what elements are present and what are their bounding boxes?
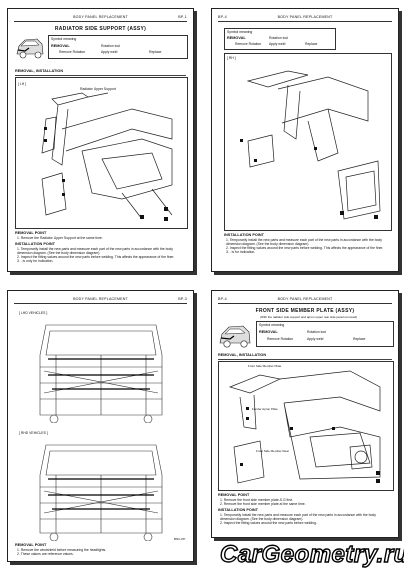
legend-item: Rotation tool (269, 36, 289, 40)
manual-page-1: BODY PANEL REPLACEMENT BP-1 RADIATOR SID… (7, 8, 194, 272)
svg-text:CarGeometry.ru: CarGeometry.ru (220, 541, 404, 568)
legend-removal: REMOVAL (51, 44, 70, 48)
install-line: 2. Inspect the fitting values around the… (220, 521, 317, 525)
header-title: BODY PANEL REPLACEMENT (73, 15, 128, 19)
header-title: BODY PANEL REPLACEMENT (73, 297, 128, 301)
removal-line: 1. Remove the front side member plate-S.… (220, 498, 293, 502)
legend-removal: REMOVAL (259, 330, 278, 334)
removal-line: 2. These values are reference values. (17, 552, 74, 556)
callout-label: Front Side Member Plate (248, 364, 282, 368)
removal-point-heading: REMOVAL POINT (218, 493, 250, 497)
removal-line: 1. Remove the Radiator Upper Support at … (17, 236, 103, 240)
front-side-member-diagram (228, 370, 381, 484)
rhd-front-dimension-diagram (39, 444, 163, 541)
rhd-label: [ RHD VEHICLES ] (19, 431, 48, 435)
install-line: 3. ∙ is only for indication. (17, 259, 54, 263)
install-line: dimension diagram. (See the body dimensi… (220, 517, 304, 521)
section-subtitle: (With the radiator side support and apro… (260, 315, 358, 319)
page-number: BP-4 (218, 15, 227, 19)
lhd-label: [ LHD VEHICLES ] (19, 311, 48, 315)
diagram-frame (218, 361, 394, 491)
install-line: 1. Temporarily install the new parts and… (17, 247, 173, 251)
legend-item: Apply weld (101, 50, 118, 54)
side-label: [ LH ] (18, 82, 27, 86)
installation-point-heading: INSTALLATION POINT (15, 242, 55, 246)
legend-removal: REMOVAL (227, 36, 246, 40)
side-label: [ RH ] (227, 56, 236, 60)
manual-page-4: BP-4 BODY PANEL REPLACEMENT FRONT SIDE M… (211, 290, 399, 538)
header-title: BODY PANEL REPLACEMENT (277, 297, 333, 301)
page-header: BP-4 BODY PANEL REPLACEMENT (218, 15, 392, 22)
legend-item: Rotation tool (101, 44, 121, 48)
page-header: BODY PANEL REPLACEMENT BP-3 (14, 297, 187, 304)
diagram-frame (15, 77, 188, 229)
legend-item: Replace (353, 337, 366, 341)
page-number: BP-4 (218, 297, 227, 301)
install-line: 2. Inspect the fitting values around the… (226, 246, 384, 250)
legend-item: Remove Rotation (59, 50, 86, 54)
legend-heading: Symbol meaning (259, 323, 285, 327)
install-line: dimension diagram. (See the body dimensi… (17, 251, 101, 255)
lhd-front-dimension-diagram (39, 324, 163, 423)
legend-item: Rotation tool (307, 330, 327, 334)
symbol-legend: Symbol meaning REMOVAL Remove Rotation R… (48, 35, 188, 59)
install-line: dimension diagram. (See the body dimensi… (226, 242, 310, 246)
removal-point-heading: REMOVAL POINT (15, 543, 47, 547)
section-title: FRONT SIDE MEMBER PLATE (ASSY) (255, 308, 355, 314)
legend-item: Remove Rotation (267, 337, 294, 341)
install-line: 1. Temporarily install the new parts and… (220, 513, 376, 517)
diagram-frame (224, 53, 392, 231)
cargeometry-logo: CarGeometry.ru (214, 537, 404, 569)
install-line: 1. Temporarily install the new parts and… (226, 238, 382, 242)
section-title: RADIATOR SIDE SUPPORT (ASSY) (54, 26, 147, 32)
install-line: 2. Inspect the fitting values around the… (17, 255, 175, 259)
legend-item: Apply weld (269, 42, 286, 46)
legend-item: Replace (149, 50, 162, 54)
legend-heading: Symbol meaning (227, 30, 253, 34)
legend-item: Replace (305, 42, 318, 46)
installation-point-heading: INSTALLATION POINT (218, 508, 258, 512)
page-header: BP-4 BODY PANEL REPLACEMENT (218, 297, 392, 304)
install-line: 3. ∙ is for indication. (226, 250, 256, 254)
car-thumbnail (16, 38, 44, 59)
rh-support-diagram (240, 70, 381, 220)
page-number: BP-1 (178, 15, 187, 19)
figure-code: BNC-PP (174, 537, 186, 541)
symbol-legend: Symbol meaning REMOVAL Remove Rotation R… (224, 28, 336, 50)
symbol-legend: Symbol meaning REMOVAL Remove Rotation R… (256, 321, 394, 347)
removal-point-heading: REMOVAL POINT (15, 231, 47, 235)
header-title: BODY PANEL REPLACEMENT (277, 15, 333, 19)
radiator-support-diagram (41, 92, 173, 221)
legend-heading: Symbol meaning (51, 37, 77, 41)
callout-label: Fender Apron Plate (252, 407, 278, 411)
page-number: BP-3 (178, 297, 187, 301)
legend-item: Apply weld (307, 337, 324, 341)
section-heading: REMOVAL, INSTALLATION (15, 69, 64, 73)
manual-page-3: BODY PANEL REPLACEMENT BP-3 [ LHD VEHICL… (7, 290, 194, 562)
removal-line: 2. Remove the front side member plate at… (220, 502, 306, 506)
section-heading: REMOVAL, INSTALLATION (218, 353, 267, 357)
removal-line: 1. Remove the windshield before measurin… (17, 548, 107, 552)
legend-item: Remove Rotation (235, 42, 262, 46)
car-thumbnail (219, 325, 251, 348)
manual-page-2: BP-4 BODY PANEL REPLACEMENT Symbol meani… (211, 8, 399, 272)
callout-label: Radiator Upper Support (80, 87, 116, 91)
page-header: BODY PANEL REPLACEMENT BP-1 (14, 15, 187, 22)
callout-label: Front Side Member Rear (256, 449, 290, 453)
installation-point-heading: INSTALLATION POINT (224, 233, 264, 237)
